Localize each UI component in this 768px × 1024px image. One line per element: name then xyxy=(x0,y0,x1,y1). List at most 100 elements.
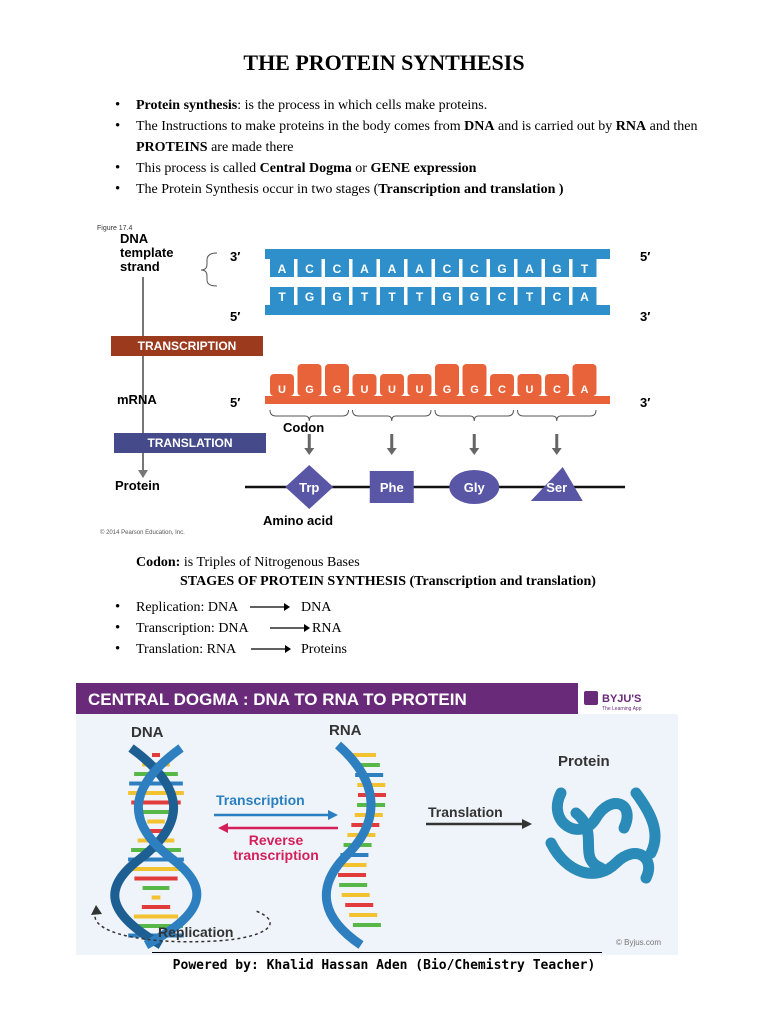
dna-bottom-base xyxy=(572,287,597,305)
dna-top-base-letter: C xyxy=(305,262,314,276)
dna-bottom-base-letter: T xyxy=(361,290,369,304)
dna-top-base xyxy=(407,259,432,277)
template-bracket xyxy=(200,252,218,287)
mrna-base-letter: U xyxy=(388,384,396,396)
transcription-box xyxy=(111,336,263,356)
dna-bottom-base xyxy=(435,287,459,305)
template-label-line2: template xyxy=(120,245,173,260)
bullet-text: or xyxy=(351,161,371,176)
dna-bottom-base xyxy=(545,287,569,305)
mrna-base-letter: U xyxy=(361,384,369,396)
brand-tagline: The Learning App xyxy=(602,706,642,712)
mrna-base-letter: U xyxy=(526,384,534,396)
codon-arrowhead xyxy=(386,448,397,455)
translation-label: TRANSLATION xyxy=(147,436,232,450)
dna-bottom-base-letter: T xyxy=(278,290,286,304)
codon-arrowhead xyxy=(469,448,480,455)
mrna-base xyxy=(325,364,349,396)
stages-list: Replication: DNA DNA Transcription: DNA … xyxy=(115,597,515,660)
bold-term: GENE expression xyxy=(370,161,477,176)
codon-brace xyxy=(517,409,597,422)
dna-bottom-base xyxy=(490,287,514,305)
amino-acid-name: Phe xyxy=(380,480,404,495)
translation-label: Translation xyxy=(428,804,503,820)
amino-acid-triangle xyxy=(530,467,583,501)
protein-label: Protein xyxy=(115,478,160,493)
protein-label: Protein xyxy=(558,753,610,770)
dna-bottom-base-letter: C xyxy=(498,290,507,304)
dna-bottom-base-letter: A xyxy=(580,290,589,304)
mrna-base xyxy=(352,374,377,396)
bullet-text: : is the process in which cells make pro… xyxy=(237,98,488,113)
stage-label: Translation: RNA xyxy=(136,642,237,657)
amino-acid-diamond xyxy=(285,465,334,509)
mrna-base-letter: G xyxy=(333,384,342,396)
mrna-label: mRNA xyxy=(117,392,157,407)
dna-top-base-letter: C xyxy=(443,262,452,276)
dna-top-base-letter: C xyxy=(333,262,342,276)
mrna-backbone xyxy=(265,396,610,404)
bullet-text: This process is called xyxy=(136,161,260,176)
stage-label: Replication: DNA xyxy=(136,600,239,615)
stage-translation: Translation: RNA Proteins xyxy=(115,639,515,660)
mrna-base-letter: G xyxy=(305,384,314,396)
dna-double-helix-icon xyxy=(110,744,202,949)
figure-credit: © Byjus.com xyxy=(616,938,661,947)
dna-bottom-backbone xyxy=(265,305,610,315)
bullet-stages: The Protein Synthesis occur in two stage… xyxy=(115,179,715,200)
mrna-base xyxy=(380,374,404,396)
dna-top-base-letter: G xyxy=(552,262,561,276)
stages-heading: STAGES OF PROTEIN SYNTHESIS (Transcripti… xyxy=(180,574,596,589)
codon-label: Codon xyxy=(283,420,324,435)
central-dogma-figure: CENTRAL DOGMA : DNA TO RNA TO PROTEIN BY… xyxy=(76,683,678,955)
dna-top-base-letter: G xyxy=(497,262,506,276)
arrow-icon xyxy=(250,603,290,611)
amino-acid-arrows xyxy=(304,434,562,455)
dna-top-base-letter: A xyxy=(415,262,424,276)
arrow-icon xyxy=(251,645,291,653)
template-label-line1: DNA xyxy=(120,231,149,246)
dna-bottom-base xyxy=(517,287,542,305)
reverse-transcription-arrowhead xyxy=(218,823,228,833)
dna-top-base xyxy=(517,259,542,277)
dna-top-base xyxy=(297,259,322,277)
transcription-translation-figure: Figure 17.4 DNA template strand 3′ 5′ 5′… xyxy=(97,225,650,536)
stage-replication: Replication: DNA DNA xyxy=(115,597,515,618)
dna-bottom-base-letter: G xyxy=(305,290,314,304)
stage-result: Proteins xyxy=(301,642,347,657)
dna-top-base xyxy=(545,259,569,277)
dna-bottom-base-letter: T xyxy=(416,290,424,304)
bold-term: RNA xyxy=(615,119,647,134)
banner-title: CENTRAL DOGMA : DNA TO RNA TO PROTEIN xyxy=(88,690,467,709)
amino-acid-label: Amino acid xyxy=(263,513,333,528)
transcription-label: Transcription xyxy=(216,792,305,808)
dna-top-backbone xyxy=(265,249,610,259)
replication-label: Replication xyxy=(158,924,233,940)
codon-brace xyxy=(269,409,349,422)
dna-top-base xyxy=(325,259,349,277)
protein-coil-icon xyxy=(545,787,661,884)
translation-box xyxy=(114,433,266,453)
replication-arrowhead xyxy=(91,905,102,915)
prime-5-mrna: 5′ xyxy=(230,395,240,410)
codon-brace xyxy=(434,409,514,422)
mrna-base-letter: G xyxy=(443,384,452,396)
dna-top-base-letter: T xyxy=(581,262,589,276)
stage-result: RNA xyxy=(312,621,342,636)
stage-result: DNA xyxy=(301,600,332,615)
dna-bottom-base-letter: G xyxy=(332,290,341,304)
dna-bottom-base-letter: C xyxy=(553,290,562,304)
mrna-base xyxy=(435,364,459,396)
dna-top-base-letter: A xyxy=(388,262,397,276)
bullet-text: and then xyxy=(646,119,698,134)
codon-braces xyxy=(269,409,597,422)
bullet-text: and is carried out by xyxy=(494,119,616,134)
dna-top-base xyxy=(490,259,514,277)
codon-brace xyxy=(352,409,432,422)
codon-definition: Codon: is Triples of Nitrogenous Bases xyxy=(136,555,360,571)
bold-term: Central Dogma xyxy=(259,161,352,176)
prime-3-mrna: 3′ xyxy=(640,395,650,410)
figure-label: Figure 17.4 xyxy=(97,225,133,232)
dna-bottom-base-letter: G xyxy=(442,290,451,304)
mrna-base xyxy=(407,374,432,396)
